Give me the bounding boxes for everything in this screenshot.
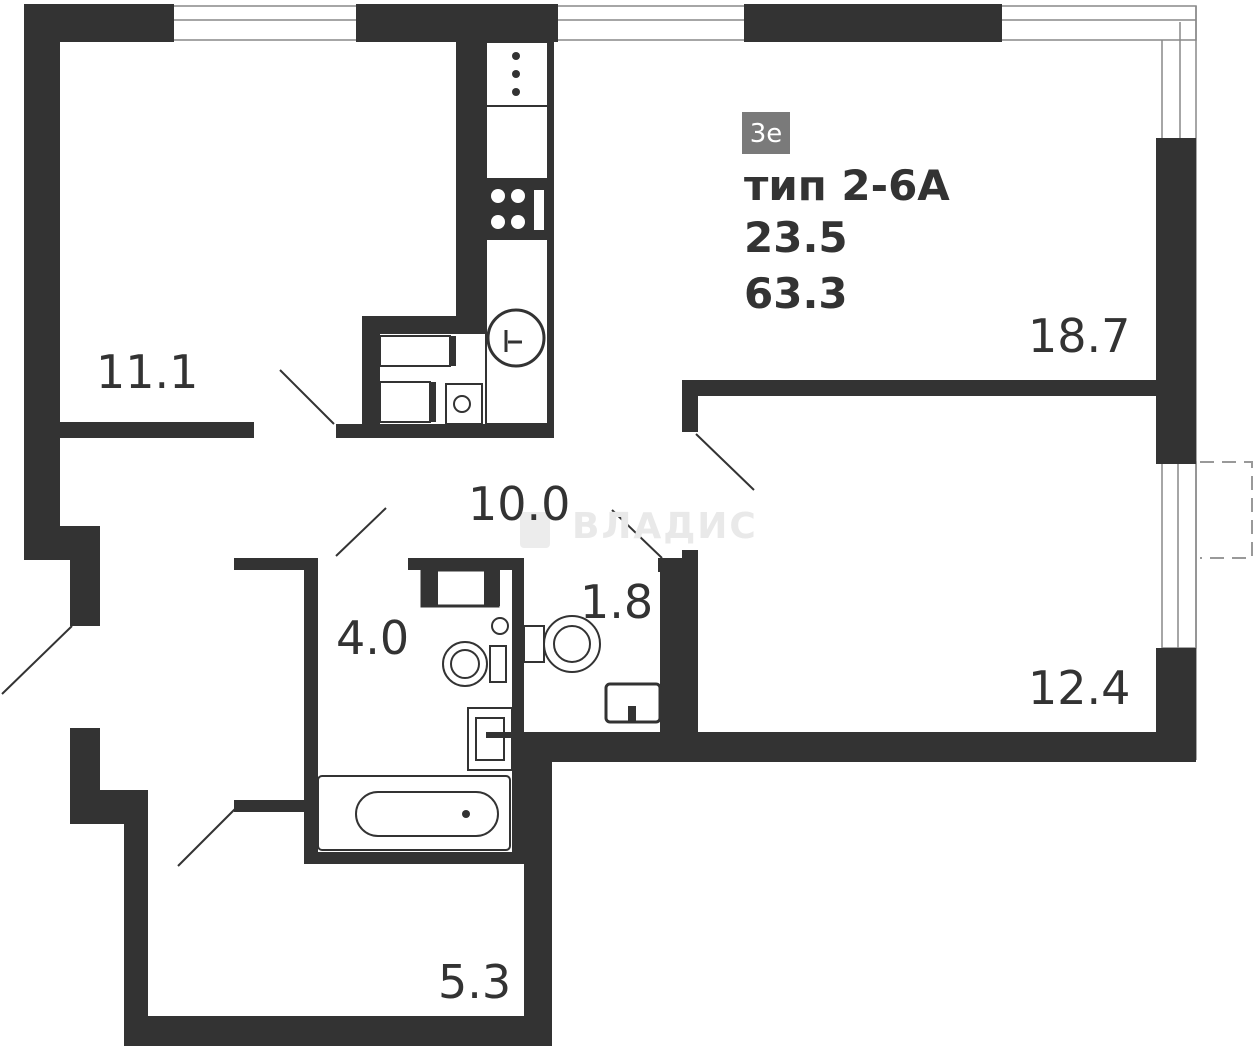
total-area: 63.3 bbox=[744, 269, 848, 318]
watermark-text: ВЛАДИС bbox=[572, 506, 758, 547]
room-area-kitchen-living: 18.7 bbox=[1028, 309, 1130, 363]
utility-niche bbox=[379, 335, 483, 425]
door-swings bbox=[1, 369, 755, 867]
room-area-bedroom-right: 12.4 bbox=[1028, 661, 1130, 715]
bathroom-fixtures bbox=[317, 568, 514, 851]
walls bbox=[24, 4, 1196, 1046]
watermark: ВЛАДИС bbox=[520, 506, 758, 548]
room-area-bathroom: 4.0 bbox=[336, 611, 409, 665]
living-area: 23.5 bbox=[744, 213, 848, 262]
room-area-entry-hall: 5.3 bbox=[438, 955, 511, 1009]
apartment-type: тип 2-6А bbox=[744, 161, 950, 210]
badge-text: 3e bbox=[750, 119, 783, 149]
room-area-hall: 10.0 bbox=[468, 477, 570, 531]
kitchen-fixtures bbox=[485, 39, 549, 425]
balcony-outline bbox=[1200, 461, 1253, 559]
room-area-bedroom-left: 11.1 bbox=[96, 345, 198, 399]
toilet-fixtures bbox=[491, 615, 662, 724]
floor-badge: 3e bbox=[742, 112, 790, 154]
room-area-toilet: 1.8 bbox=[580, 575, 653, 629]
